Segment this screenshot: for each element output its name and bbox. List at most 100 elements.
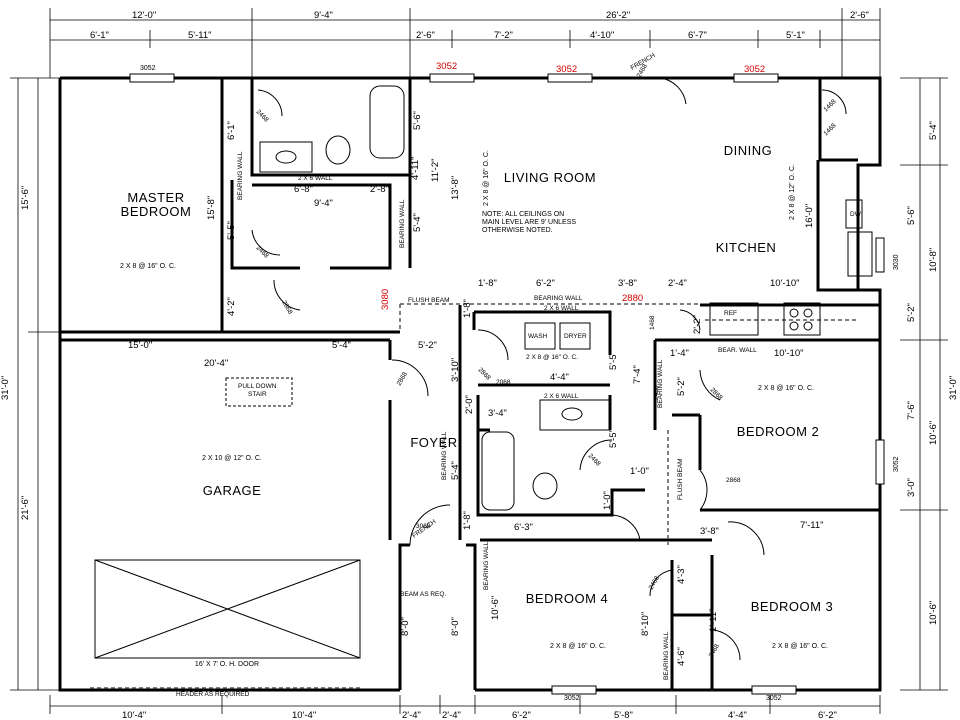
dim-small-10: 4'-11"	[410, 157, 421, 181]
dim-top-9-4: 9'-4"	[314, 10, 333, 21]
dim-kit-v: 16'-0"	[804, 204, 815, 228]
dim-hall-w2: 6'-2"	[536, 278, 555, 289]
header-label: HEADER AS REQUIRED	[176, 691, 250, 698]
dim-bed3-h3: 4'-6"	[676, 647, 687, 666]
toilet-hall	[532, 472, 558, 500]
dim-left-31-0: 31'-0"	[0, 376, 11, 400]
kitchen-sink	[847, 231, 873, 277]
dim-small-6: 3'-8"	[700, 526, 719, 537]
dim-liv-h2: 5'-4"	[412, 213, 423, 232]
dim-gar-w3: 20'-4"	[204, 358, 228, 369]
bearing-wall-foyer: BEARING WALL	[441, 431, 448, 480]
refrigerator	[709, 302, 759, 336]
dim-kit-w: 10'-10"	[770, 278, 799, 289]
room-kitchen: KITCHEN	[716, 240, 777, 255]
dim-bath-w3: 9'-4"	[314, 198, 333, 209]
dim-bath-w2: 2'-8"	[370, 184, 389, 195]
garage-door-symbol	[94, 559, 361, 659]
dim-left-15-6: 15'-6"	[20, 186, 31, 210]
door-tag-12: 2068	[496, 379, 511, 386]
dim-lau-h: 3'-10"	[450, 358, 461, 382]
window-tags: 3052 3052 3052 3052 3030	[140, 65, 900, 702]
red-window-tags: 3052 3052 3052 3080 2880	[380, 61, 765, 310]
room-bed4: BEDROOM 4	[526, 591, 609, 606]
joist-dining: 2 X 8 @ 12" O. C.	[789, 164, 796, 220]
room-master-line2: BEDROOM	[121, 204, 192, 219]
garage-door-label: 16' X 7' O. H. DOOR	[195, 661, 259, 668]
dim-top-6-1: 6'-1"	[90, 30, 109, 41]
dim-small-9: 1'-8"	[462, 511, 473, 530]
note-line3: OTHERWISE NOTED.	[482, 227, 553, 234]
dim-bed3-w: 7'-11"	[800, 520, 824, 531]
dim-right-10-6: 10'-6"	[928, 421, 939, 445]
joist-bed4: 2 X 8 @ 16" O. C.	[550, 643, 606, 650]
dim-bot-6-2b: 6'-2"	[818, 710, 837, 720]
tag-3052-bed3: 3052	[766, 695, 782, 702]
dim-top-6-7: 6'-7"	[688, 30, 707, 41]
dim-hall-w4: 2'-4"	[668, 278, 687, 289]
dim-left-21-6: 21'-6"	[20, 496, 31, 520]
joist-master: 2 X 8 @ 16" O. C.	[120, 263, 176, 270]
dim-top-5-11: 5'-11"	[188, 30, 212, 41]
bearing-wall-bed3: BEARING WALL	[663, 631, 670, 680]
room-foyer: FOYER	[410, 435, 457, 450]
door-tag-1: 2468	[255, 108, 270, 123]
left-dimension-lines: 15'-6" 31'-0" 21'-6"	[0, 77, 60, 691]
dim-bed3-h: 8'-10"	[640, 612, 651, 636]
dim-bot-10-4a: 10'-4"	[122, 710, 146, 720]
dim-bed4-h: 10'-6"	[490, 596, 501, 620]
dim-closet-h3: 4'-2"	[226, 297, 237, 316]
dim-closet-h2: 5'-5"	[226, 221, 237, 240]
dim-bot-4-4: 4'-4"	[728, 710, 747, 720]
dim-bath-w1: 6'-8"	[294, 184, 313, 195]
bathtub-hall	[481, 431, 515, 511]
dim-small-1: 1'-8"	[462, 299, 473, 318]
dim-liv-h4: 5'-6"	[412, 111, 423, 130]
note-line1: NOTE: ALL CEILINGS ON	[482, 211, 564, 218]
door-tag-5: 2868	[477, 366, 492, 381]
interior-dimensions: 15'-8" 6'-8" 2'-8" 9'-4" 13'-8" 5'-4" 11…	[128, 111, 824, 666]
dim-hall-w1: 1'-8"	[478, 278, 497, 289]
interior-walls	[60, 78, 880, 690]
room-living: LIVING ROOM	[504, 170, 596, 185]
dim-lau-w: 4'-4"	[550, 372, 569, 383]
dryer	[559, 322, 591, 350]
dim-foy-h: 5'-4"	[450, 461, 461, 480]
two-x-six-master: 2 X 6 WALL	[298, 175, 333, 182]
dim-bot-5-8: 5'-8"	[614, 710, 633, 720]
bearing-wall-bed4: BEARING WALL	[483, 541, 490, 590]
flush-beam-hall: FLUSH BEAM	[408, 297, 450, 304]
dim-bed2-h2: 5'-2"	[676, 377, 687, 396]
dim-small-7: 5'-5"	[608, 351, 619, 370]
door-tag-3: 2868	[280, 300, 293, 316]
room-master-line1: MASTER	[127, 190, 184, 205]
door-tag-2: 2468	[255, 244, 270, 259]
door-tag-11: 2468	[653, 385, 660, 400]
door-tag-13: 1468	[649, 315, 656, 330]
dim-small-5: 1'-11"	[708, 609, 719, 633]
flush-beam-bed2: FLUSH BEAM	[677, 458, 684, 500]
dim-closet-h: 6'-1"	[226, 121, 237, 140]
red-tag-3080: 3080	[380, 289, 391, 310]
room-bed2: BEDROOM 2	[737, 424, 820, 439]
pull-down-stair	[225, 377, 293, 407]
beam-as-req: BEAM AS REQ.	[400, 591, 446, 598]
dim-small-11: 1'-0"	[630, 466, 649, 477]
pull-down-line1: PULL DOWN	[238, 383, 277, 390]
joist-garage: 2 X 10 @ 12" O. C.	[202, 455, 262, 462]
dim-bot-2-4a: 2'-4"	[402, 710, 421, 720]
dim-small-4: 1'-4"	[670, 348, 689, 359]
ref-label: REF	[724, 310, 737, 317]
wash-label: WASH	[528, 333, 548, 340]
dim-bed3-h2: 4'-3"	[676, 565, 687, 584]
bathtub-master	[369, 85, 405, 159]
pull-down-line2: STAIR	[248, 391, 267, 398]
two-x-six-bath: 2 X 6 WALL	[544, 393, 579, 400]
red-tag-3052-a: 3052	[436, 61, 457, 72]
dim-gar-w1: 15'-0"	[128, 340, 152, 351]
dim-right-5-2: 5'-2"	[906, 303, 917, 322]
bearing-wall-bed2: BEARING WALL	[657, 359, 664, 408]
dim-right-31-0: 31'-0"	[948, 376, 959, 400]
bearing-wall-hall: BEARING WALL	[534, 295, 583, 302]
bearing-wall-bath: BEARING WALL	[399, 199, 406, 248]
